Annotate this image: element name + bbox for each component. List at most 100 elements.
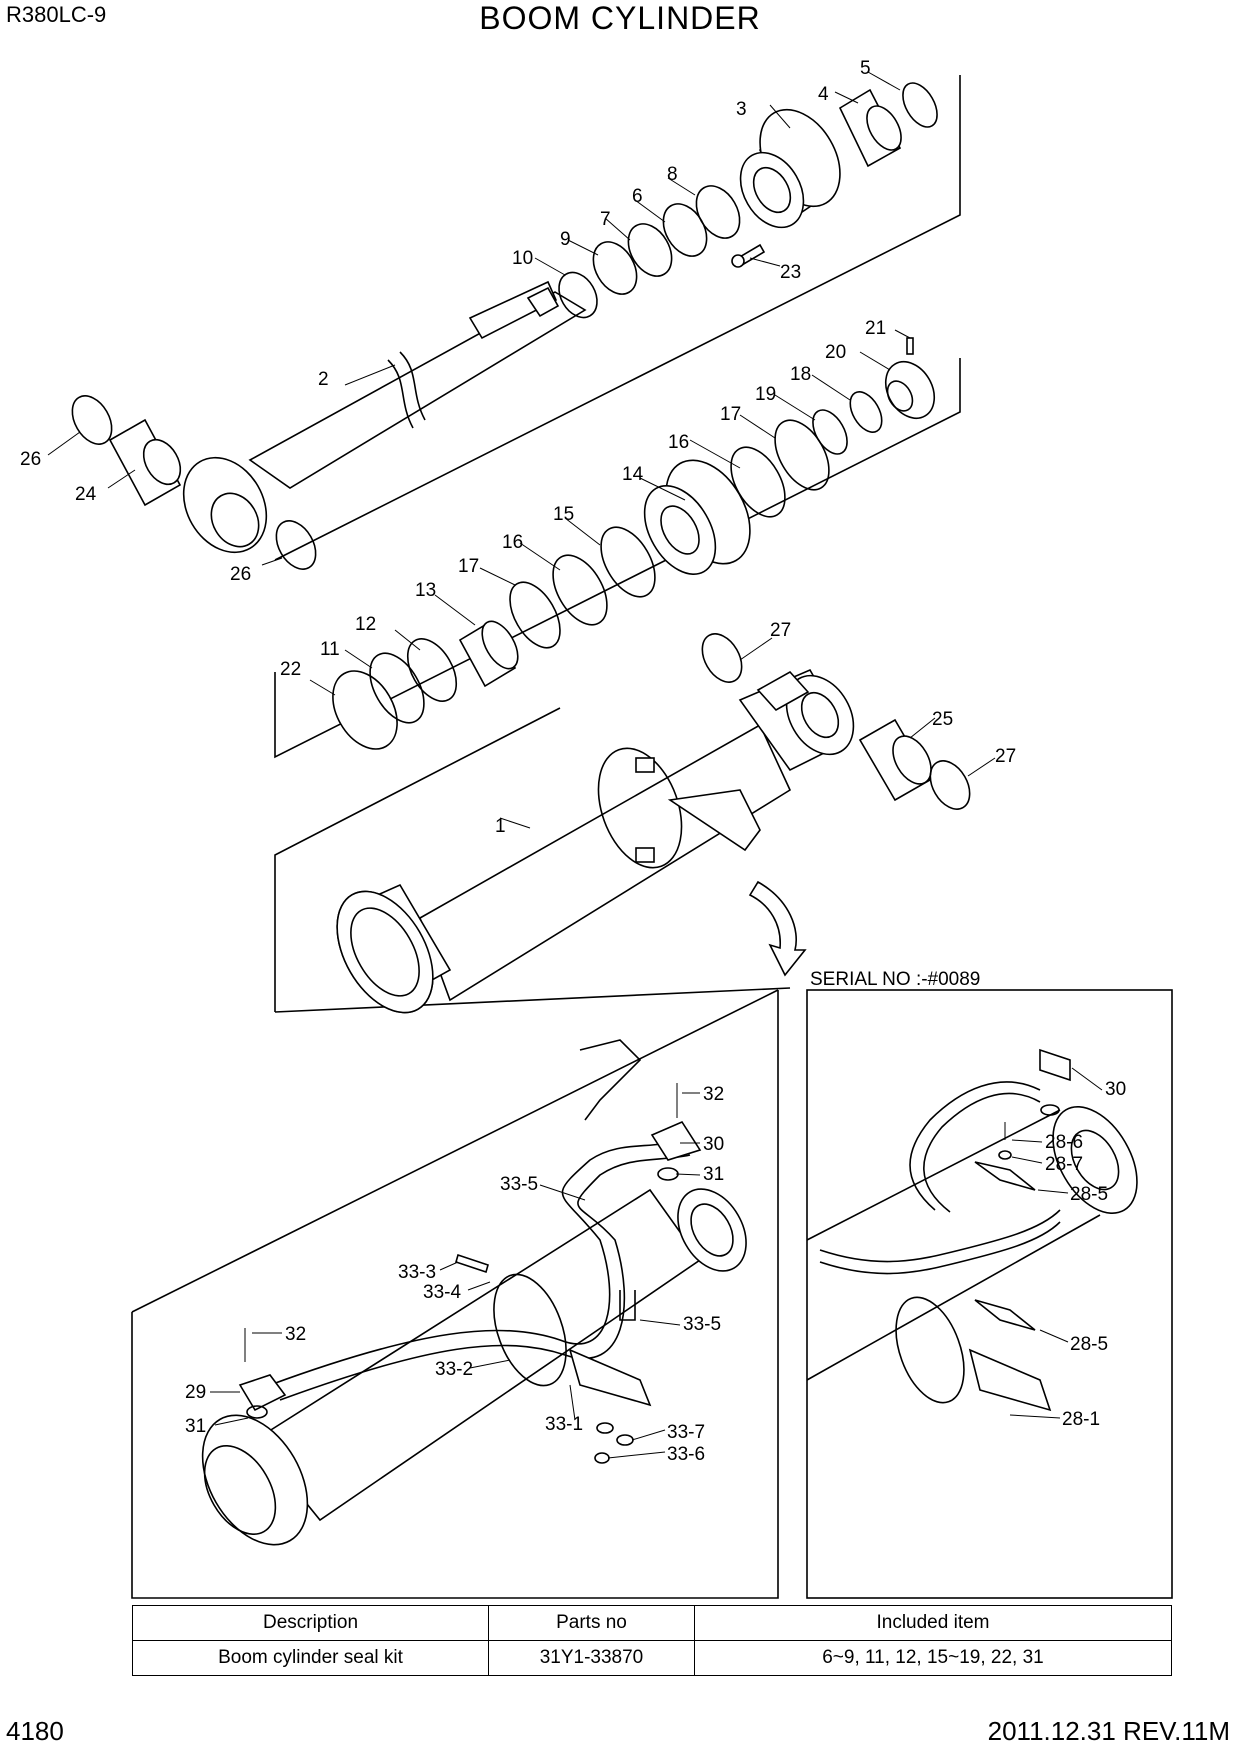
pipe-flange	[238, 1120, 702, 1412]
callout-30-piping: 30	[703, 1134, 724, 1155]
callout-29: 29	[185, 1382, 206, 1403]
column-header-parts-no: Parts no	[488, 1605, 695, 1641]
callout-21: 21	[865, 318, 886, 339]
callout-8: 8	[667, 164, 678, 185]
seal-ring	[592, 241, 638, 295]
cell-parts-no: 31Y1-33870	[488, 1640, 695, 1676]
callout-33-5-upper: 33-5	[500, 1174, 538, 1195]
callout-6: 6	[632, 186, 643, 207]
hydraulic-pipe	[269, 1139, 691, 1401]
slipper-seal	[552, 554, 608, 626]
detail-arrow	[748, 880, 807, 977]
callout-11: 11	[320, 639, 340, 660]
cylinder-detail-serial	[806, 1048, 1138, 1412]
callout-25: 25	[932, 709, 953, 730]
seal-ring	[662, 203, 708, 257]
callout-12: 12	[355, 614, 376, 635]
callout-33-2: 33-2	[435, 1359, 473, 1380]
callout-10: 10	[512, 248, 533, 269]
wear-ring	[332, 670, 398, 750]
page-title: BOOM CYLINDER	[479, 0, 761, 36]
seal-ring	[695, 185, 741, 239]
callout-22: 22	[280, 659, 301, 680]
wear-ring	[509, 581, 561, 649]
panel-tube-assembly	[274, 707, 791, 1013]
rod-cover	[739, 108, 841, 229]
cylinder-tube	[336, 668, 855, 1014]
callout-2: 2	[318, 369, 329, 390]
callout-33-3: 33-3	[398, 1262, 436, 1283]
callout-33-5-right: 33-5	[683, 1314, 721, 1335]
table-row: Boom cylinder seal kit 31Y1-33870 6~9, 1…	[132, 1640, 1172, 1676]
callout-32-upper: 32	[703, 1084, 724, 1105]
column-header-description: Description	[132, 1605, 489, 1641]
dust-ring	[600, 526, 656, 598]
clamp-bracket-detail	[493, 1039, 652, 1407]
page-number: 4180	[6, 1716, 64, 1746]
piston	[643, 459, 751, 575]
callout-24: 24	[75, 484, 97, 505]
panel-rod-assembly	[274, 75, 961, 561]
callout-13: 13	[415, 580, 436, 601]
seal-kit-table: Description Parts no Included item Boom …	[132, 1605, 1172, 1676]
callout-3: 3	[736, 99, 747, 120]
callout-14: 14	[622, 464, 644, 485]
callout-17-lower: 17	[458, 556, 479, 577]
callout-27-upper: 27	[770, 620, 791, 641]
callout-4: 4	[818, 84, 829, 105]
cell-description: Boom cylinder seal kit	[132, 1640, 489, 1676]
column-header-included-item: Included item	[694, 1605, 1172, 1641]
cushion-ring	[458, 620, 519, 688]
callout-31-piping: 31	[703, 1164, 724, 1185]
callout-26-lower: 26	[230, 564, 251, 585]
callout-17-upper: 17	[720, 404, 741, 425]
wear-ring	[730, 446, 786, 518]
callout-19: 19	[755, 384, 776, 405]
callout-16-upper: 16	[668, 432, 689, 453]
dust-seal-ring	[275, 520, 317, 570]
back-up-ring	[406, 638, 458, 702]
leader-lines	[47, 71, 1103, 1459]
model-name: R380LC-9	[6, 2, 107, 27]
serial-number-note: SERIAL NO :-#0089	[810, 969, 980, 990]
callout-33-4: 33-4	[423, 1282, 461, 1303]
dust-seal-ring	[71, 395, 113, 445]
dust-seal-ring	[701, 633, 743, 683]
callout-15: 15	[553, 504, 574, 525]
callout-33-7: 33-7	[667, 1422, 705, 1443]
callout-26-left: 26	[20, 449, 41, 470]
callout-9: 9	[560, 229, 571, 250]
slipper-seal	[774, 419, 830, 491]
tube-bushing	[858, 718, 932, 802]
dust-seal-ring	[929, 760, 971, 810]
callout-1: 1	[495, 816, 506, 837]
cover-bushing	[838, 88, 902, 168]
lock-nut	[884, 360, 936, 420]
set-screw	[906, 337, 914, 355]
callout-27-lower: 27	[995, 746, 1016, 767]
callout-28-5-lower: 28-5	[1070, 1334, 1108, 1355]
piston-rod	[182, 280, 587, 554]
callout-18: 18	[790, 364, 811, 385]
callout-32-left: 32	[285, 1324, 306, 1345]
callout-16-lower: 16	[502, 532, 523, 553]
callout-28-7: 28-7	[1045, 1154, 1083, 1175]
panel-serial-detail	[806, 989, 1173, 1599]
seal-ring	[627, 223, 673, 277]
revision-date: 2011.12.31 REV.11M	[987, 1716, 1230, 1746]
callout-28-6: 28-6	[1045, 1132, 1083, 1153]
callout-labels: 1 2 3 4 5 6 7 8 9 10 11 12 13 14 15 16 1…	[20, 58, 1126, 1465]
callout-23: 23	[780, 262, 801, 283]
callout-31-left: 31	[185, 1416, 206, 1437]
snap-ring	[902, 82, 938, 128]
o-ring	[849, 391, 883, 433]
back-up-ring	[812, 409, 848, 455]
cylinder-head-detail	[201, 1188, 747, 1546]
panel-piping-detail	[131, 989, 779, 1599]
table-header-row: Description Parts no Included item	[132, 1605, 1172, 1641]
retaining-ring	[558, 271, 598, 319]
callout-28-5-upper: 28-5	[1070, 1184, 1108, 1205]
callout-33-6: 33-6	[667, 1444, 705, 1465]
o-ring	[369, 652, 425, 724]
